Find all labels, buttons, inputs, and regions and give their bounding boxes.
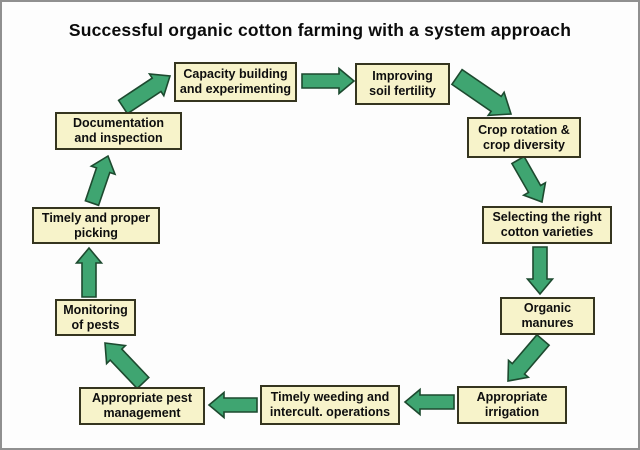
node-pest-management: Appropriate pest management: [79, 387, 205, 425]
flow-arrow-capacity-building-to-improving-soil: [301, 66, 356, 96]
flow-arrow-crop-rotation-to-selecting-varieties: [510, 155, 547, 204]
flow-arrow-selecting-varieties-to-organic-manures: [525, 246, 555, 296]
node-label-line: and inspection: [74, 131, 163, 145]
node-label-line: of pests: [71, 317, 120, 332]
flow-arrow-documentation-to-capacity-building: [117, 73, 172, 115]
node-label-line: Monitoring: [63, 302, 128, 317]
node-improving-soil-fertility: Improving soil fertility: [355, 63, 450, 105]
node-label-line: Timely weeding and: [270, 390, 390, 404]
node-timely-picking: Timely and proper picking: [32, 207, 160, 244]
flow-arrow-monitoring-pests-to-picking: [74, 246, 104, 298]
flow-arrow-organic-manures-to-irrigation: [507, 333, 551, 382]
node-label-line: Appropriate pest: [91, 391, 192, 405]
node-label-line: soil fertility: [369, 84, 436, 98]
node-label-line: Timely and proper: [41, 210, 151, 225]
node-label-line: Documentation: [73, 116, 164, 130]
flow-arrow-pest-management-to-monitoring-pests: [104, 342, 150, 390]
flow-arrow-improving-soil-to-crop-rotation: [450, 68, 513, 117]
node-label-line: Crop rotation &: [478, 122, 570, 137]
node-label-line: and experimenting: [179, 82, 292, 96]
node-label-line: Organic: [523, 301, 572, 315]
node-label-line: picking: [74, 225, 118, 240]
diagram-title: Successful organic cotton farming with a…: [68, 20, 572, 40]
node-label-line: management: [103, 406, 181, 420]
node-timely-weeding: Timely weeding and intercult. operations: [260, 385, 400, 425]
node-documentation-inspection: Documentation and inspection: [55, 112, 182, 150]
node-selecting-varieties: Selecting the right cotton varieties: [482, 206, 612, 244]
node-label-line: manures: [521, 316, 574, 330]
flow-arrow-irrigation-to-weeding: [403, 387, 455, 417]
node-crop-rotation: Crop rotation & crop diversity: [467, 117, 581, 158]
flow-arrow-weeding-to-pest-management: [207, 390, 258, 420]
node-label-line: Capacity building: [183, 67, 288, 81]
node-capacity-building: Capacity building and experimenting: [174, 62, 297, 102]
node-label-line: Appropriate: [476, 390, 548, 404]
node-label-line: Improving: [372, 69, 433, 83]
node-appropriate-irrigation: Appropriate irrigation: [457, 386, 567, 424]
node-label-line: irrigation: [484, 405, 540, 419]
node-label-line: Selecting the right: [492, 210, 602, 224]
node-monitoring-of-pests: Monitoring of pests: [55, 299, 136, 336]
node-label-line: intercult. operations: [269, 405, 391, 419]
node-organic-manures: Organic manures: [500, 297, 595, 335]
flow-arrow-picking-to-documentation: [84, 154, 117, 207]
node-label-line: crop diversity: [483, 137, 565, 152]
node-label-line: cotton varieties: [500, 225, 594, 239]
